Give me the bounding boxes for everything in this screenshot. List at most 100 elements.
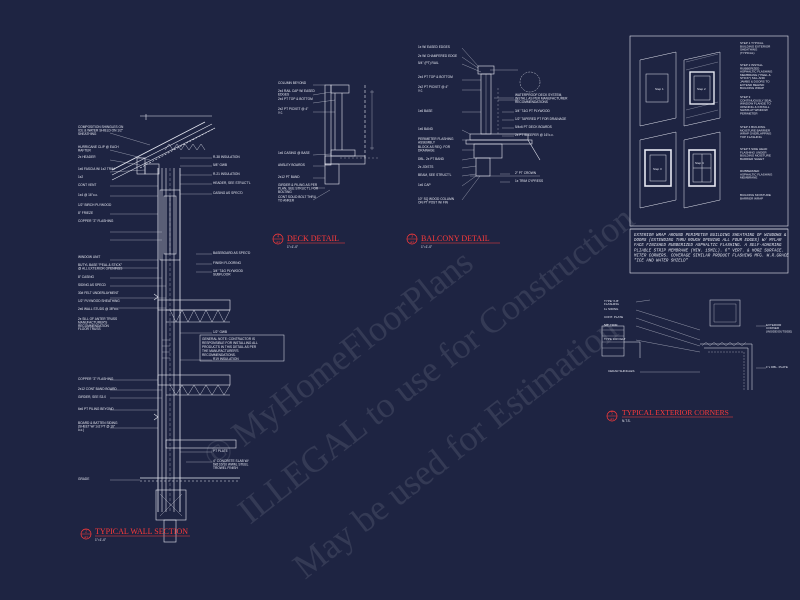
wall-left-label: 6x6 PT PILING BEYOND [78, 407, 114, 411]
wall-right-label: 5/8" GWB [213, 163, 227, 167]
wall-right-label: BASEBOARD AS SPEC'D [213, 251, 251, 255]
window-flashing-panel [629, 35, 789, 274]
wall-left-label: BOARD & BATTEN SIDING(SHEET W/ 1x2 PT @ … [78, 421, 118, 432]
wall-right-label: R-21 INSULATION [213, 172, 240, 176]
balcony-label: 2x JOISTS [418, 165, 433, 169]
window-step-graphics [639, 51, 721, 209]
wall-left-label: 30# FELT UNDERLAYMENT [78, 291, 119, 295]
pane-label-step-2: Step 2 [697, 87, 706, 91]
wall-left-label: CONT VENT [78, 183, 96, 187]
balcony-label: 1x W/ EASED EDGES [418, 45, 450, 49]
balcony-detail-scale: 1"=1'-0" [421, 245, 432, 249]
wall-left-label: 1x2 [78, 175, 83, 179]
window-flashing-note: EXTERIOR WRAP AROUND PERIMETER BUILDING … [634, 234, 789, 264]
watermark: © MyHomeFloorPlans ILLEGAL to use for Co… [195, 198, 641, 587]
wall-section-title: TYPICAL WALL SECTION [95, 527, 188, 536]
wall-left-label: SIDING AS SPECD [78, 283, 107, 287]
balcony-label: 2x W/ CHAMFERED EDGE [418, 54, 457, 58]
wall-left-label: 1/2" BIRCH PLYWOOD [78, 203, 112, 207]
wall-left-label: COPPER "Z" FLASHING [78, 219, 114, 223]
balcony-label: BEAM, SEE STRUCT'L [418, 173, 452, 177]
corner-label: TYPE 'X-B'FLASHING [604, 299, 620, 306]
corner-label: CONT. PLATE [604, 315, 623, 319]
balcony-tag-number: 3 [411, 234, 413, 239]
wall-right-label: PT PLATE [213, 449, 228, 453]
wall-right-label: R19 INSULATION [213, 357, 239, 361]
wall-left-label: WINDOW UNIT [78, 255, 100, 259]
wall-right-label: 1/2" GWB [213, 330, 227, 334]
wall-left-label: 1x4 @ 16"o.c. [78, 193, 98, 197]
corner-label: 1"x DBL. PLATE [766, 365, 788, 369]
wall-left-label: BUTYL BASE "PEAL & STICK"@ ALL EXTERIOR … [78, 263, 122, 271]
corners-tag-sheet: A5 [610, 417, 615, 421]
deck-detail-title-block: 4 A5 DECK DETAIL 1"=1'-0" [272, 234, 345, 249]
corners-title: TYPICAL EXTERIOR CORNERS [622, 408, 729, 417]
balcony-right-label: 5/4x6 PT DECK BOARDS [515, 125, 552, 129]
balcony-label: 2x4 PT TOP & BOTTOM [418, 75, 453, 79]
balcony-label: 1x6 CAP [418, 183, 431, 187]
deck-detail-scale: 1"=1'-0" [287, 245, 298, 249]
wall-left-label: 2x12 CONT BAND BOARD [78, 387, 117, 391]
wall-tag-number: 2 [85, 529, 87, 534]
pane-label-step-4: Step 4 [695, 161, 704, 165]
wall-left-label: FLOOR TRUSS [78, 327, 101, 331]
wall-left-label: COPPER "Z" FLASHING [78, 377, 114, 381]
wall-right-label: HEADER, SEE STRUCT'L [213, 181, 251, 185]
wall-left-label: GRADE [78, 477, 89, 481]
balcony-detail-labels: 1x W/ EASED EDGES 2x W/ CHAMFERED EDGE 5/4… [418, 45, 457, 205]
deck-label: 1x6 CASING @ BASE [278, 151, 310, 155]
balcony-label: 1x6 BASE [418, 109, 433, 113]
wall-tag-sheet: A5 [84, 535, 89, 539]
wall-left-label: 8" FRIEZE [78, 211, 93, 215]
wall-left-label: GIRDER, SEE S3.0 [78, 395, 106, 399]
corners-title-block: 5 A5 TYPICAL EXTERIOR CORNERS N.T.S. [606, 408, 733, 423]
wall-section-title-block: 2 A5 TYPICAL WALL SECTION 1"=1'-0" [80, 527, 190, 542]
wall-right-label: FINISH FLOORING [213, 261, 242, 265]
wall-section-drawing [109, 114, 240, 543]
balcony-detail-title-block: 3 A5 BALCONY DETAIL 1"=1'-0" [406, 234, 500, 249]
balcony-tag-sheet: A5 [410, 240, 415, 244]
balcony-detail-drawing [461, 47, 541, 201]
window-step-pane-labels: Step 1 Step 2 Step 3 Step 4 [653, 87, 706, 171]
wall-right-label: R-38 INSULATION [213, 155, 240, 159]
wall-left-label: 2x HEADER [78, 155, 96, 159]
balcony-label: 2x2 PT PICKET @ 4"o.c. [418, 85, 448, 93]
balcony-right-label: 2x PT SLEEPER @ 16"o.c. [515, 133, 554, 137]
corner-label: 1x SIDING [604, 307, 619, 311]
balcony-label: 5/4" (PT) RAIL [418, 61, 439, 65]
balcony-detail-title: BALCONY DETAIL [421, 234, 490, 243]
pane-label-step-3: Step 3 [653, 167, 662, 171]
wall-left-label: 1x6 FASCIA W/ 1x2 TRIM [78, 167, 115, 171]
deck-tag-number: 4 [277, 234, 279, 239]
deck-label: 2x4 PT TOP & BOTTOM [278, 97, 313, 101]
corners-scale: N.T.S. [622, 419, 631, 423]
deck-label: 2x2 PT PICKET @ 4"o.c. [278, 107, 308, 115]
deck-label: 2x12 PT BAND [278, 175, 300, 179]
window-flashing-note-text: EXTERIOR WRAP AROUND PERIMETER BUILDING … [634, 234, 789, 264]
wall-right-label: CASING AS SPEC'D [213, 191, 243, 195]
corners-drawing [601, 299, 766, 390]
deck-detail-title: DECK DETAIL [287, 234, 339, 243]
deck-detail-drawing [312, 84, 380, 201]
balcony-label: DBL. 2x PT BAND [418, 157, 445, 161]
